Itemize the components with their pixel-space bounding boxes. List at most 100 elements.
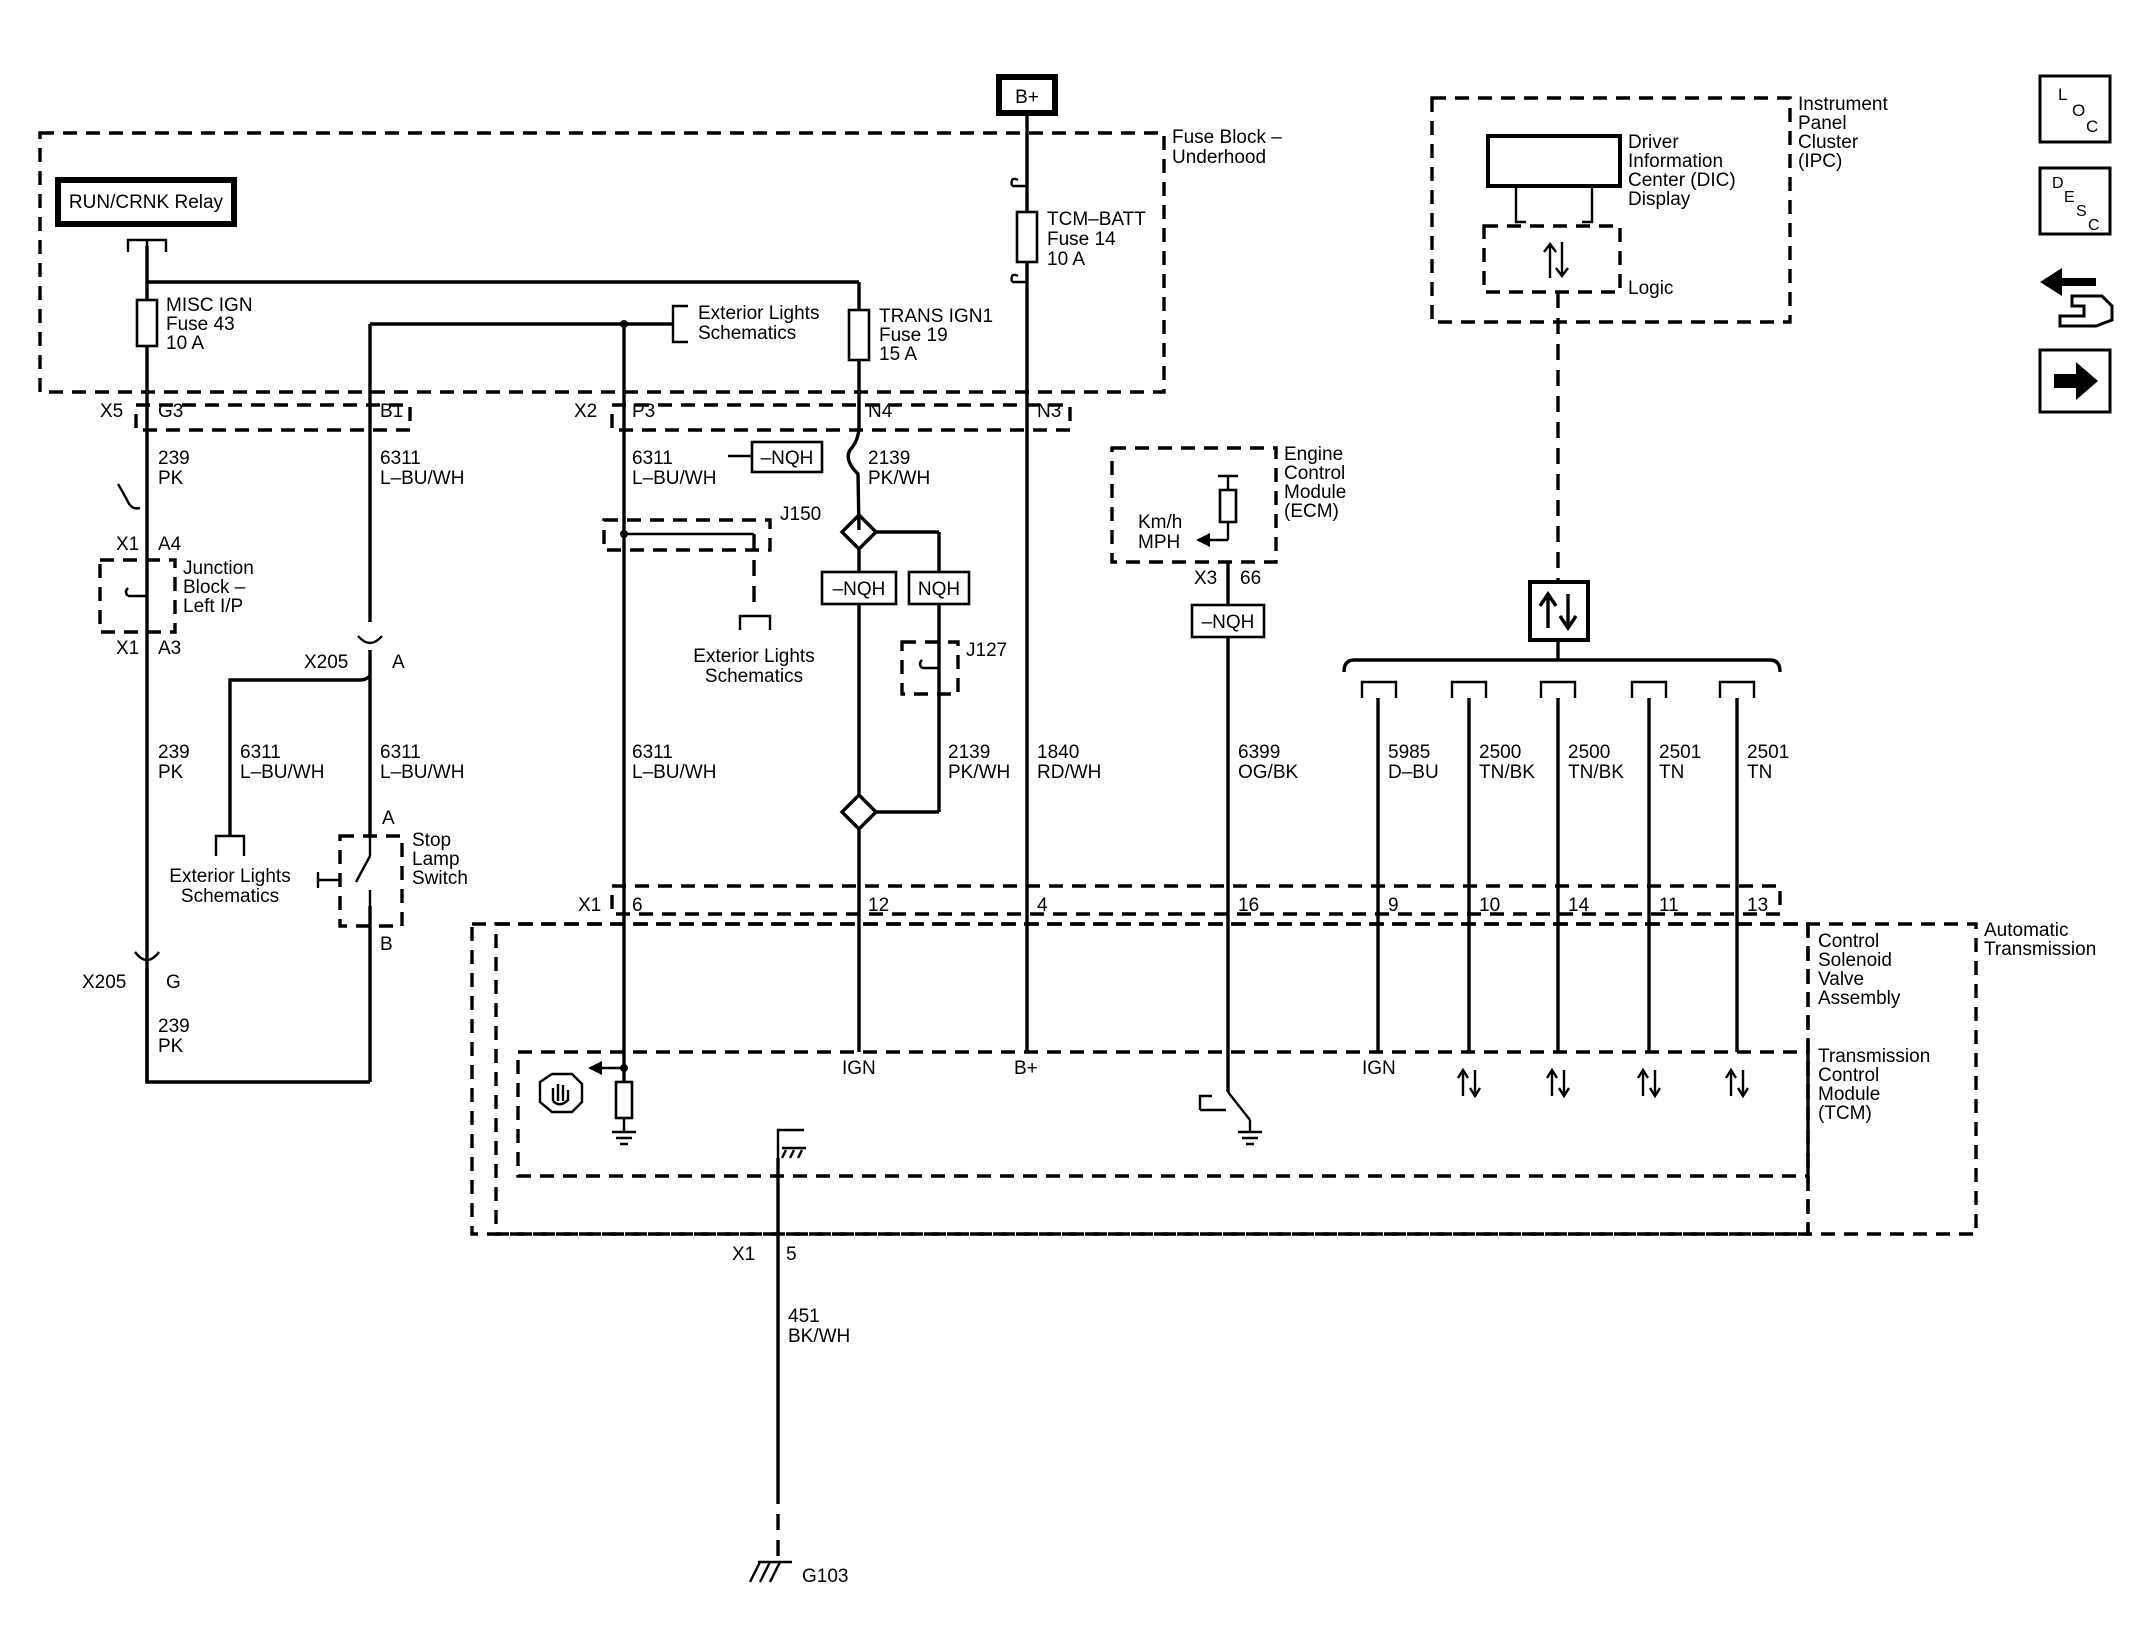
junction-block-label-2: Block – bbox=[183, 577, 246, 598]
dic-label-4: Display bbox=[1628, 189, 1691, 210]
stop-switch-pin-a: A bbox=[382, 808, 395, 829]
connector-button[interactable] bbox=[2040, 268, 2114, 328]
wire-pkwh-label: PK/WH bbox=[948, 762, 1010, 783]
ext-lights-top-bracket bbox=[671, 304, 688, 344]
pin-5-label: 5 bbox=[786, 1244, 797, 1265]
ecm-label-2: Control bbox=[1284, 463, 1345, 484]
fuse-block-underhood-boundary bbox=[38, 131, 1166, 394]
connector-hand-icon[interactable] bbox=[2040, 268, 2096, 296]
x205-a-pin: A bbox=[392, 652, 405, 673]
vss-switch-ground bbox=[1227, 1091, 1262, 1146]
serial-data-box bbox=[1528, 580, 1590, 642]
connector-hand-outline[interactable] bbox=[2058, 294, 2114, 328]
bracket-14 bbox=[1539, 680, 1577, 698]
brake-input-circuit bbox=[538, 1060, 636, 1146]
fuse-block-label: Fuse Block – bbox=[1172, 127, 1282, 148]
ext-lights-top-label: Exterior Lights bbox=[698, 303, 819, 324]
wire-dbu-label: D–BU bbox=[1388, 762, 1439, 783]
wire-6311-label: 6311 bbox=[380, 742, 421, 763]
pin-12-label: 12 bbox=[868, 895, 889, 916]
bracket-9 bbox=[1360, 680, 1398, 698]
nqh-d-label: –NQH bbox=[1202, 612, 1255, 633]
stop-lamp-switch-contact bbox=[316, 838, 372, 906]
wire-pk-label: PK bbox=[158, 1036, 184, 1057]
pin-11-label: 11 bbox=[1659, 895, 1679, 916]
desc-button[interactable]: D E S C bbox=[2038, 166, 2112, 236]
wire-1840-label: 1840 bbox=[1037, 742, 1079, 763]
bracket-11 bbox=[1630, 680, 1668, 698]
ext-lights-left-label-2: Schematics bbox=[181, 886, 279, 907]
dic-display-box bbox=[1486, 134, 1622, 188]
tcm-serial-icons bbox=[1456, 1067, 1750, 1099]
connector-x1 bbox=[610, 884, 1782, 916]
wire-lbuwh-label: L–BU/WH bbox=[632, 468, 716, 489]
x3-label: X3 bbox=[1194, 568, 1217, 589]
wire-lbuwh-label: L–BU/WH bbox=[380, 762, 464, 783]
wire-bkwh-label: BK/WH bbox=[788, 1326, 850, 1347]
pin-6-label: 6 bbox=[632, 895, 643, 916]
loc-button-frame[interactable] bbox=[2038, 74, 2112, 144]
brake-arrow-icon bbox=[588, 1061, 602, 1075]
wire-pk-label: PK bbox=[158, 762, 184, 783]
wire-tn-label: TN bbox=[1659, 762, 1684, 783]
jb-internal bbox=[124, 587, 147, 598]
serial-data-bus bbox=[1342, 658, 1782, 673]
fuse-block-label-2: Underhood bbox=[1172, 147, 1266, 168]
csva-label: Control bbox=[1818, 931, 1879, 952]
wire-2501-label: 2501 bbox=[1659, 742, 1701, 763]
ign-a-label: IGN bbox=[842, 1058, 876, 1079]
stop-lamp-label-3: Switch bbox=[412, 868, 468, 889]
wire-239-return bbox=[145, 968, 370, 1084]
tcm-batt-amp-label: 10 A bbox=[1047, 249, 1085, 270]
ecm-boundary bbox=[1110, 446, 1278, 564]
tcm-ground-icon bbox=[612, 1118, 636, 1146]
serial-icon-10 bbox=[1456, 1067, 1482, 1099]
wire-239-label: 239 bbox=[158, 448, 190, 469]
pin-13-label: 13 bbox=[1747, 895, 1768, 916]
ign-b-label: IGN bbox=[1362, 1058, 1396, 1079]
wire-2139-label: 2139 bbox=[868, 448, 910, 469]
pin-4-label: 4 bbox=[1037, 895, 1048, 916]
wire-ogbk-label: OG/BK bbox=[1238, 762, 1299, 783]
logic-serial-icon bbox=[1543, 242, 1569, 278]
ecm-resistor bbox=[1218, 488, 1238, 524]
csva-label-3: Valve bbox=[1818, 969, 1864, 990]
p3-label: P3 bbox=[632, 401, 655, 422]
tcm-pulldown-resistor bbox=[614, 1080, 634, 1120]
loc-letter-o: O bbox=[2072, 101, 2085, 120]
n3-label: N3 bbox=[1037, 401, 1061, 422]
next-button[interactable] bbox=[2038, 348, 2112, 414]
connector-x5 bbox=[134, 403, 412, 432]
ecm-label: Engine bbox=[1284, 444, 1343, 465]
pin-66-label: 66 bbox=[1240, 568, 1261, 589]
loc-button[interactable]: L O C bbox=[2038, 74, 2112, 144]
x2-label: X2 bbox=[574, 401, 597, 422]
arrow-right-icon[interactable] bbox=[2054, 362, 2098, 400]
ipc-label: Instrument bbox=[1798, 94, 1888, 115]
serial-icon-11 bbox=[1636, 1067, 1662, 1099]
wire-tn-label: TN bbox=[1747, 762, 1772, 783]
relay-terminal bbox=[126, 238, 168, 252]
trans-ign-fuse-label: Fuse 19 bbox=[879, 325, 948, 346]
nqh-c-label: NQH bbox=[918, 579, 960, 600]
wire-6311-ext bbox=[228, 674, 372, 836]
desc-button-frame[interactable] bbox=[2038, 166, 2112, 236]
pin-14-label: 14 bbox=[1568, 895, 1590, 916]
wire-6311-label: 6311 bbox=[380, 448, 421, 469]
wire-lbuwh-label: L–BU/WH bbox=[240, 762, 324, 783]
x205-g-inline bbox=[134, 951, 160, 962]
wire-pk-label: PK bbox=[158, 468, 184, 489]
b1-label: B1 bbox=[380, 401, 403, 422]
x5-label: X5 bbox=[100, 401, 123, 422]
dic-label: Driver bbox=[1628, 132, 1679, 153]
wire-451-label: 451 bbox=[788, 1306, 820, 1327]
ecm-arrow-icon bbox=[1196, 533, 1210, 547]
g3-label: G3 bbox=[158, 401, 183, 422]
wire-pkwh-label: PK/WH bbox=[868, 468, 930, 489]
misc-ign-fuse-label: Fuse 43 bbox=[166, 314, 235, 335]
a3-label: A3 bbox=[158, 638, 181, 659]
ipc-logic-boundary bbox=[1482, 224, 1622, 294]
junction-block-left-ip bbox=[98, 558, 177, 634]
x205-g-label: X205 bbox=[82, 972, 126, 993]
